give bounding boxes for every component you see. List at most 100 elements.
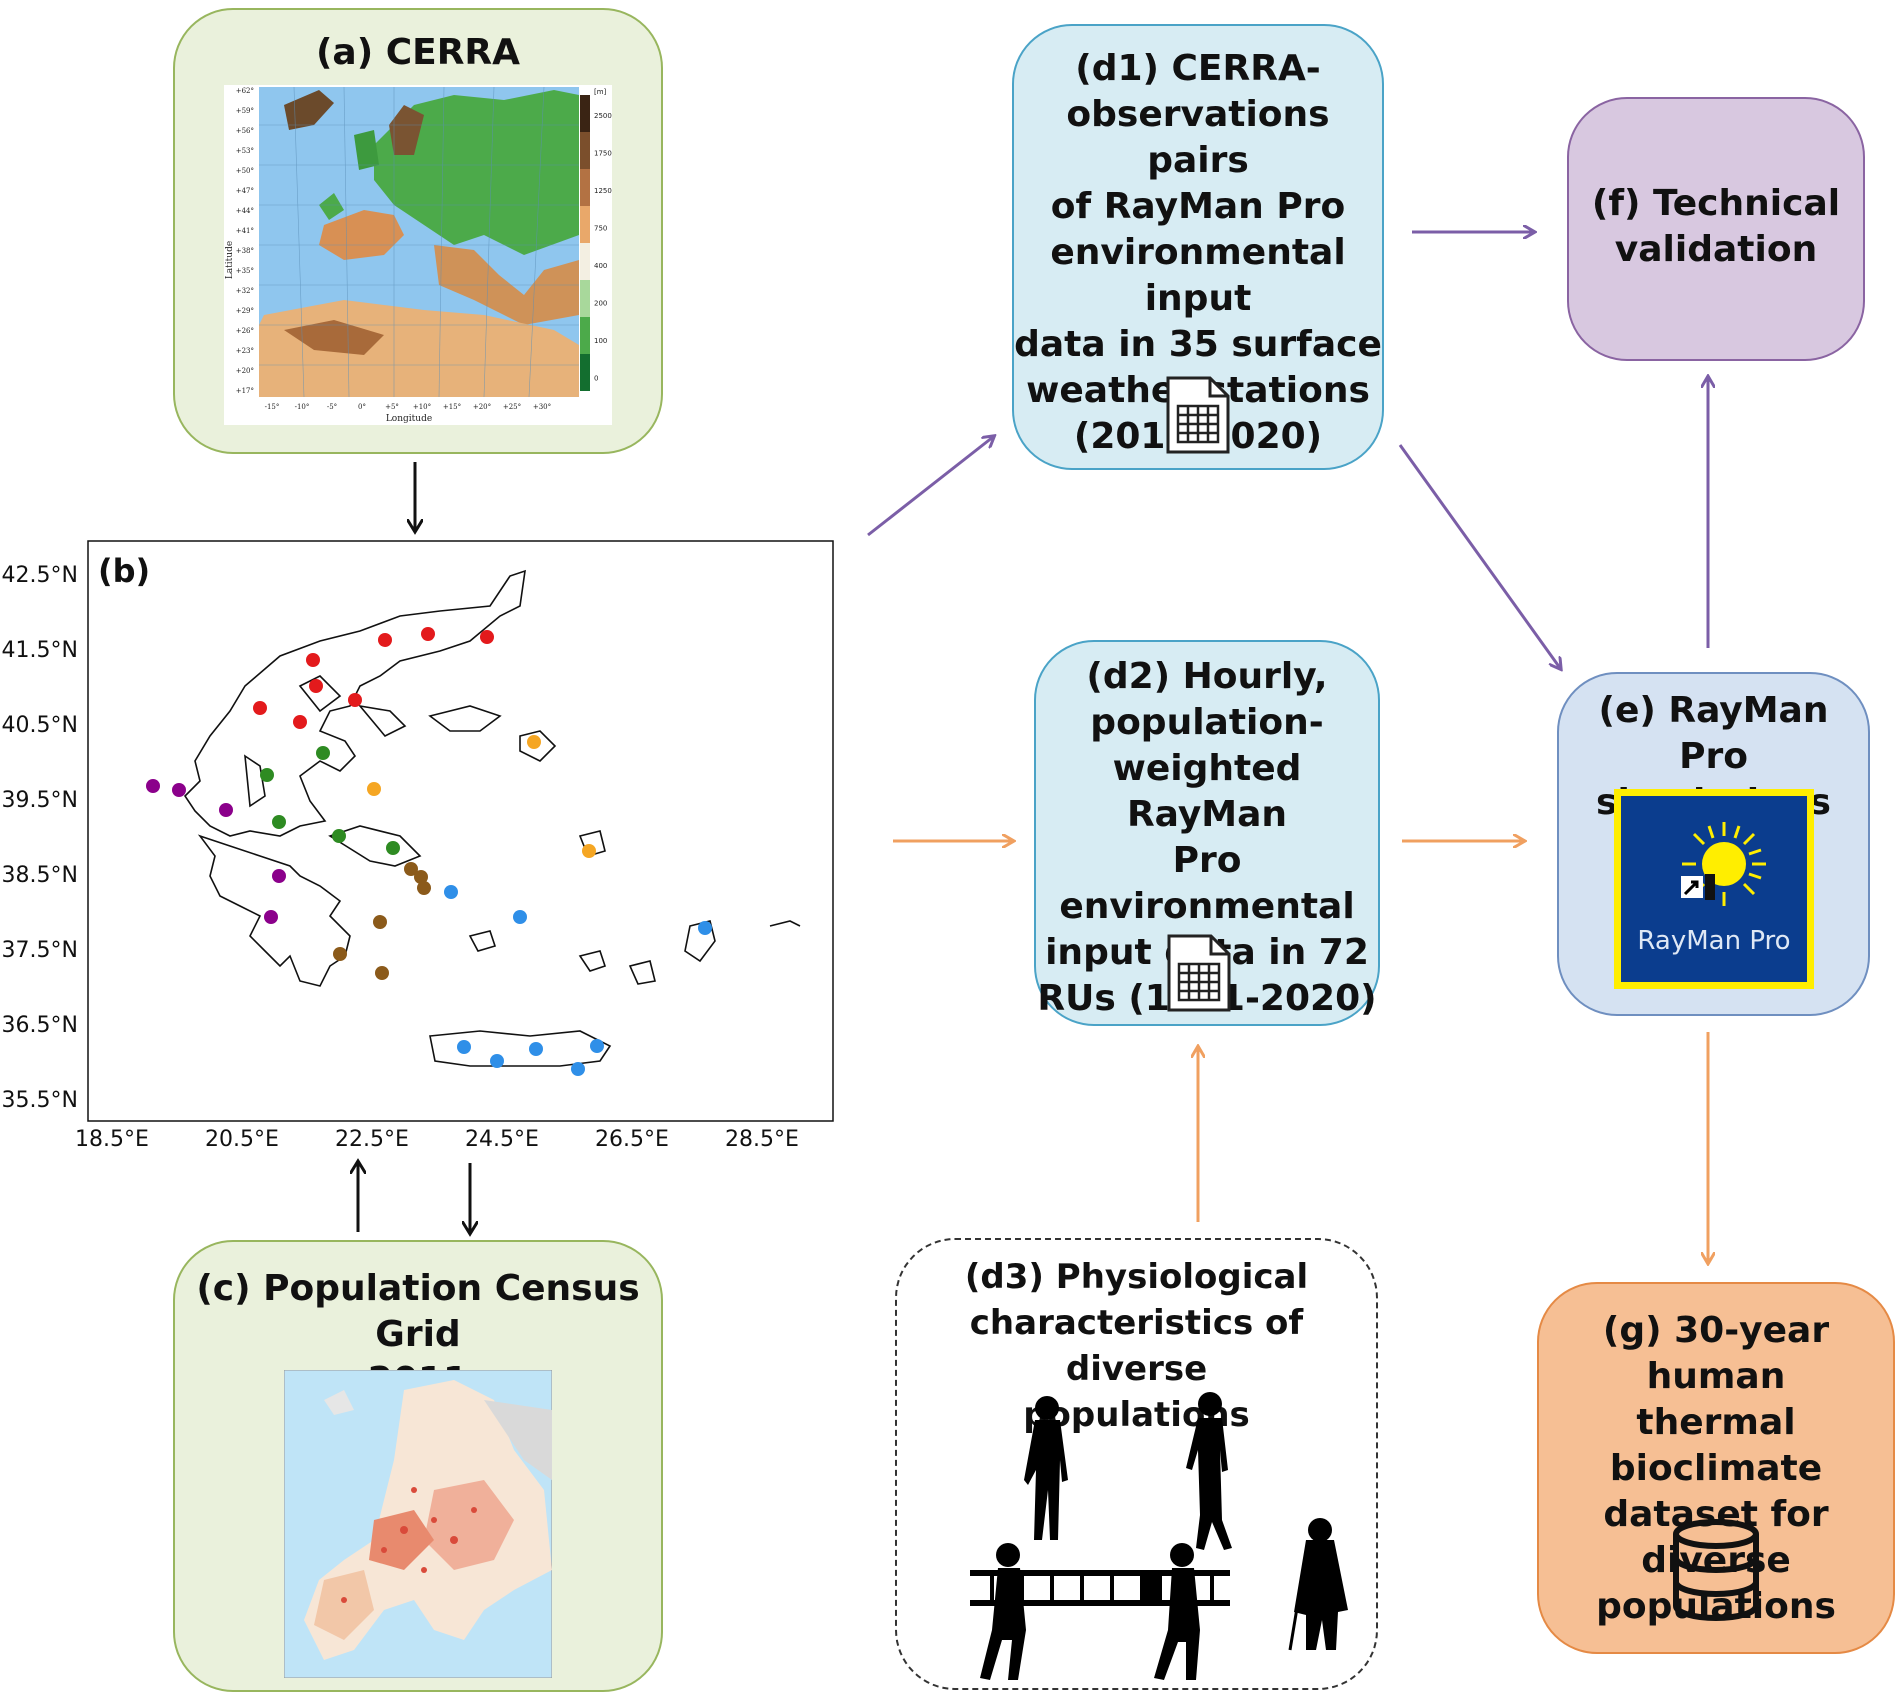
cerra-lat-label: +32° [236, 287, 254, 295]
greece-lat-label: 41.5°N [2, 638, 78, 663]
weather-station-dot [172, 783, 186, 797]
cerra-lat-label: +20° [236, 367, 254, 375]
weather-station-dot [444, 885, 458, 899]
population-grid-map [284, 1370, 552, 1678]
spreadsheet-icon [1166, 376, 1230, 454]
cerra-lat-label: +41° [236, 227, 254, 235]
cerra-lon-label: -5° [327, 403, 337, 411]
box-f-technical-validation: (f) Technical validation [1567, 97, 1865, 361]
weather-station-dot [333, 947, 347, 961]
weather-station-dot [490, 1054, 504, 1068]
greece-lon-label: 28.5°E [725, 1127, 799, 1150]
cerra-colorbar-unit: [m] [594, 88, 607, 96]
weather-station-dot [253, 701, 267, 715]
cerra-lon-label: -15° [265, 403, 280, 411]
cerra-lat-label: +35° [236, 267, 254, 275]
cerra-lon-label: +20° [473, 403, 491, 411]
greece-lat-label: 40.5°N [2, 713, 78, 738]
weather-station-dot [529, 1042, 543, 1056]
box-d3-physiological-characteristics: (d3) Physiological characteristics of di… [895, 1238, 1378, 1690]
box-d1-line-1: (d1) CERRA- [1075, 48, 1321, 89]
database-icon [1673, 1519, 1759, 1621]
cerra-lat-label: +44° [236, 207, 254, 215]
box-d2-line-1: (d2) Hourly, [1086, 656, 1328, 697]
rayman-pro-logo: RayMan Pro [1614, 789, 1814, 989]
weather-station-dot [414, 870, 428, 884]
cerra-colorbar-tick: 1750 [594, 150, 612, 158]
greece-map-label: (b) [98, 552, 150, 590]
cerra-lat-label: +29° [236, 307, 254, 315]
weather-station-dot [375, 966, 389, 980]
cerra-lat-label: +62° [236, 87, 254, 95]
weather-station-dot [386, 841, 400, 855]
greece-lon-label: 24.5°E [465, 1127, 539, 1150]
cerra-lon-label: 0° [358, 403, 366, 411]
cerra-lat-label: +26° [236, 327, 254, 335]
cerra-lon-label: +5° [385, 403, 399, 411]
weather-station-dot [527, 735, 541, 749]
box-d2-line-3: weighted RayMan [1112, 748, 1302, 835]
box-g-line-2: thermal bioclimate [1609, 1402, 1823, 1489]
greece-lat-label: 38.5°N [2, 863, 78, 888]
box-g-bioclimate-dataset: (g) 30-year human thermal bioclimate dat… [1537, 1282, 1895, 1654]
weather-station-dot [480, 630, 494, 644]
cerra-lon-label: +25° [503, 403, 521, 411]
box-d2-line-4: Pro environmental [1059, 840, 1355, 927]
box-d1-line-4: environmental input [1050, 232, 1346, 319]
box-d2-line-2: population- [1090, 702, 1324, 743]
arrow-b-to-d1 [867, 437, 993, 537]
box-c-line-1: (c) Population Census Grid [196, 1268, 640, 1355]
spreadsheet-icon [1167, 934, 1231, 1012]
weather-station-dot [417, 881, 431, 895]
cerra-colorbar-tick: 1250 [594, 187, 612, 195]
weather-station-dot [698, 921, 712, 935]
box-g-line-1: (g) 30-year human [1602, 1310, 1830, 1397]
box-a-title: (a) CERRA [315, 32, 521, 73]
cerra-map: +62°+59°+56°+53°+50°+47°+44°+41°+38°+35°… [224, 85, 612, 425]
weather-station-dot [219, 803, 233, 817]
cerra-lat-label: +56° [236, 127, 254, 135]
weather-station-dot [590, 1039, 604, 1053]
cerra-colorbar-tick: 400 [594, 262, 607, 270]
box-f-line-1: (f) Technical [1591, 183, 1841, 224]
box-d3-line-1: (d3) Physiological [964, 1257, 1309, 1297]
weather-station-dot [582, 844, 596, 858]
weather-station-dot [367, 782, 381, 796]
greece-lat-label: 36.5°N [2, 1013, 78, 1038]
cerra-colorbar-tick: 100 [594, 337, 607, 345]
weather-station-dot [571, 1062, 585, 1076]
box-d1-line-2: observations pairs [1066, 94, 1330, 181]
cerra-xlabel: Longitude [386, 414, 432, 424]
cerra-colorbar-tick: 750 [594, 225, 607, 233]
greece-lon-label: 18.5°E [75, 1127, 149, 1150]
weather-station-dot [348, 693, 362, 707]
rayman-logo-text: RayMan Pro [1637, 926, 1791, 956]
cerra-lat-label: +59° [236, 107, 254, 115]
cerra-ylabel: Latitude [225, 241, 235, 279]
box-g-line-3: dataset for diverse [1603, 1494, 1829, 1581]
cerra-colorbar-tick: 2500 [594, 112, 612, 120]
weather-station-dot [293, 715, 307, 729]
cerra-lat-label: +38° [236, 247, 254, 255]
weather-station-dot [309, 679, 323, 693]
cerra-lat-label: +47° [236, 187, 254, 195]
greece-map: (b) 42.5°N41.5°N40.5°N39.5°N38.5°N37.5°N… [2, 540, 834, 1150]
cerra-lon-label: -10° [295, 403, 310, 411]
weather-station-dot [146, 779, 160, 793]
weather-station-dot [264, 910, 278, 924]
arrow-d1-to-e [1398, 444, 1560, 668]
weather-station-dot [404, 862, 418, 876]
weather-station-dot [332, 829, 346, 843]
weather-station-dot [316, 746, 330, 760]
cerra-lat-label: +53° [236, 147, 254, 155]
box-d1-line-3: of RayMan Pro [1050, 186, 1346, 227]
cerra-colorbar-tick: 200 [594, 300, 607, 308]
box-d1-line-5: data in 35 surface [1014, 324, 1382, 365]
weather-station-dot [457, 1040, 471, 1054]
people-silhouettes [970, 1392, 1348, 1680]
greece-lat-label: 42.5°N [2, 563, 78, 588]
cerra-lon-label: +10° [413, 403, 431, 411]
weather-station-dot [373, 915, 387, 929]
box-d3-line-2: characteristics of diverse [969, 1303, 1304, 1389]
